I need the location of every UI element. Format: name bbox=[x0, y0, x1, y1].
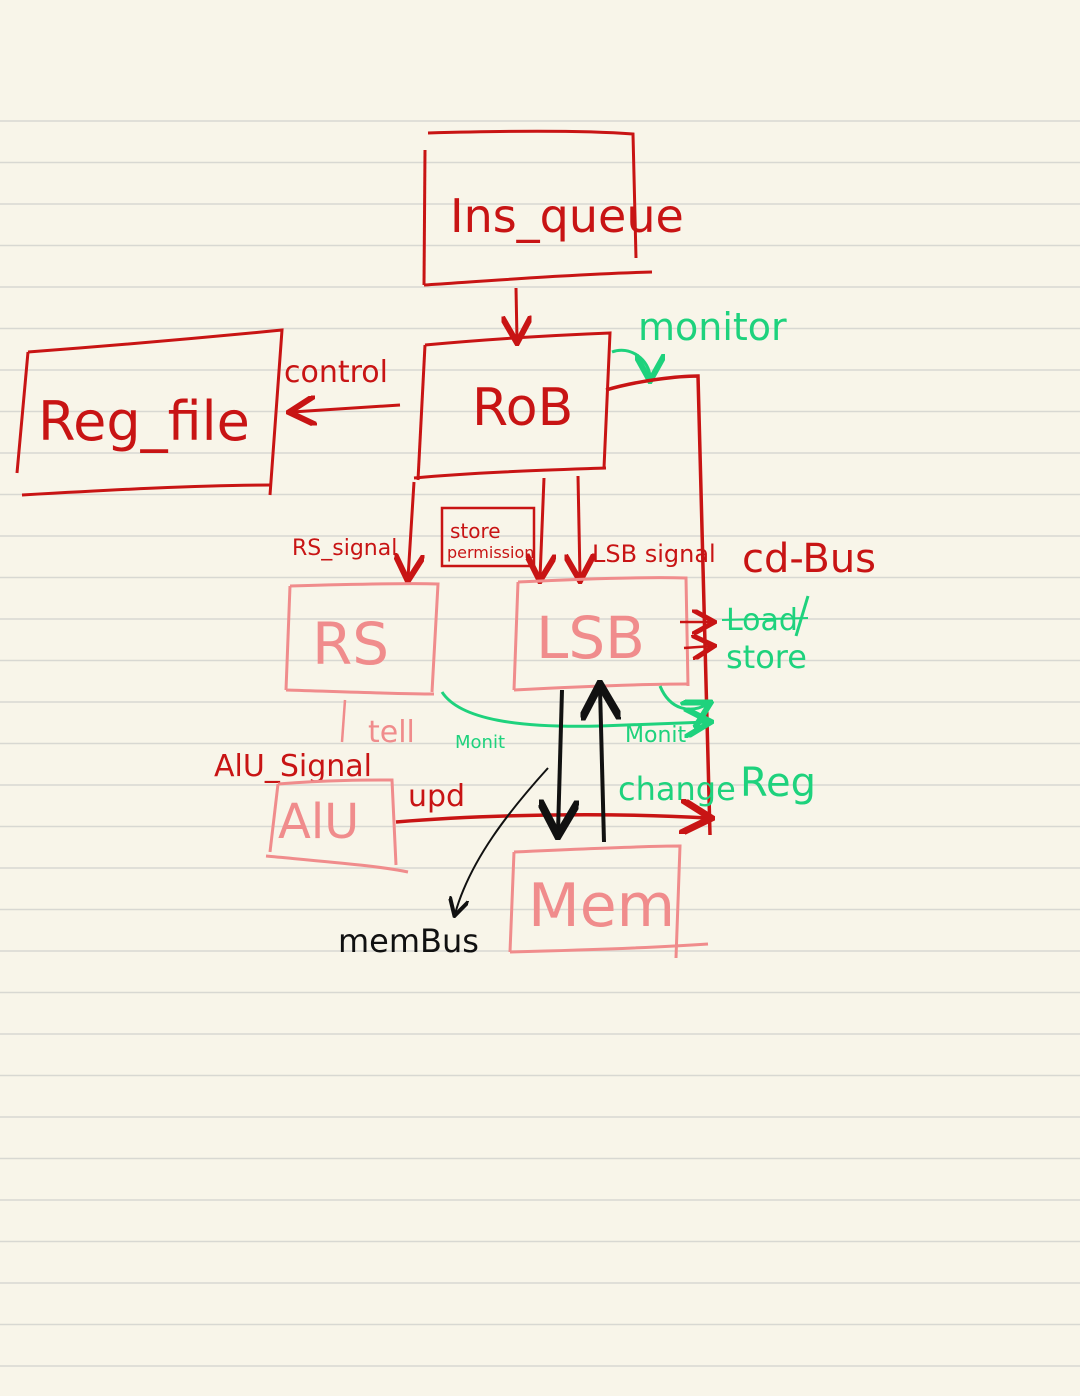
alu-signal-label: AlU_Signal bbox=[214, 749, 372, 784]
monit-curve-rs bbox=[440, 691, 708, 726]
load-strike bbox=[721, 617, 809, 621]
arrow-mem-bus-pointer bbox=[455, 767, 549, 914]
arrow-monitor bbox=[611, 348, 650, 378]
control-label: control bbox=[284, 355, 388, 390]
reg-label: Reg bbox=[740, 760, 816, 806]
rob-label: RoB bbox=[472, 378, 573, 438]
rs-signal-label: RS_signal bbox=[292, 536, 397, 561]
rs-node bbox=[284, 582, 440, 696]
change-label: change bbox=[618, 770, 736, 808]
mem-label: Mem bbox=[528, 871, 675, 941]
cd-bus-line bbox=[605, 374, 712, 836]
alu-label: AlU bbox=[278, 794, 359, 850]
arrow-insq-to-rob bbox=[516, 287, 517, 340]
store-permission-label-1: store bbox=[450, 519, 501, 543]
upd-label: upd bbox=[408, 779, 465, 814]
monit-right-label: Monit bbox=[625, 723, 686, 748]
lsb-signal-label: LSB signal bbox=[592, 540, 716, 568]
arrow-mem-to-lsb bbox=[600, 688, 604, 843]
arrow-control bbox=[292, 405, 401, 412]
rs-label: RS bbox=[312, 610, 389, 678]
arrow-lsb-to-mem bbox=[558, 689, 562, 832]
tell-label: tell bbox=[368, 715, 415, 750]
reg-file-label: Reg_file bbox=[38, 390, 250, 453]
arrow-upd bbox=[395, 815, 708, 822]
store-label: store bbox=[726, 638, 807, 676]
arrow-lsb-signal bbox=[578, 475, 580, 578]
arrow-store bbox=[683, 646, 712, 648]
arrow-rs-signal bbox=[408, 481, 414, 578]
store-permission-box bbox=[440, 506, 536, 568]
ins-queue-label: Ins_queue bbox=[450, 189, 684, 243]
store-permission-label-2: permission bbox=[447, 543, 534, 562]
mem-bus-label: memBus bbox=[338, 922, 479, 960]
cd-bus-label: cd-Bus bbox=[742, 536, 876, 582]
ins-queue-node bbox=[422, 129, 653, 287]
monit-left-label: Monit bbox=[455, 732, 505, 753]
monitor-label: monitor bbox=[638, 305, 787, 349]
monit-curve-lsb bbox=[658, 685, 708, 709]
alu-node bbox=[265, 778, 409, 874]
reg-file-node bbox=[15, 328, 284, 497]
tell-line bbox=[340, 699, 347, 743]
mem-node bbox=[508, 844, 709, 959]
cd-bus-green-tick bbox=[794, 595, 810, 637]
rob-node bbox=[413, 331, 612, 481]
arrow-store-permission bbox=[540, 477, 544, 578]
lsb-label: LSB bbox=[536, 604, 645, 672]
ruled-lines bbox=[0, 120, 1080, 1367]
